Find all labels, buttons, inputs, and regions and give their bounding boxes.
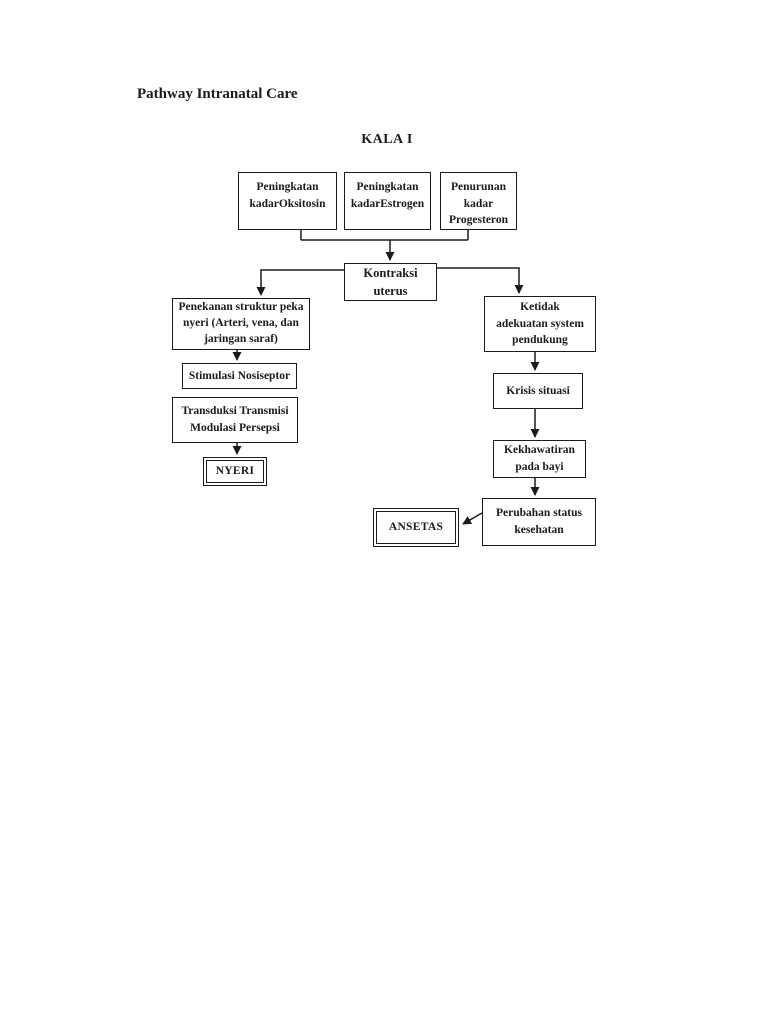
page-title: Pathway Intranatal Care (137, 86, 298, 102)
node-nyeri-label: NYERI (206, 460, 264, 483)
node-ketidakadekuatan-system-pendukung: Ketidak adekuatan system pendukung (484, 296, 596, 352)
node-perubahan-status-kesehatan: Perubahan status kesehatan (482, 498, 596, 546)
arrow-kontraksi-ketidak (437, 267, 524, 294)
node-kekhawatiran-pada-bayi: Kekhawatiran pada bayi (493, 440, 586, 478)
section-heading-kala-i: KALA I (361, 132, 413, 147)
node-peningkatan-oksitosin: Peningkatan kadarOksitosin (238, 172, 337, 230)
node-penekanan-struktur-peka-nyeri: Penekanan struktur peka nyeri (Arteri, v… (172, 298, 310, 350)
node-ansetas-label: ANSETAS (376, 511, 456, 544)
node-transduksi-transmisi: Transduksi Transmisi Modulasi Persepsi (172, 397, 298, 443)
node-penurunan-progesteron: Penurunan kadar Progesteron (440, 172, 517, 230)
arrow-kontraksi-penekanan (256, 269, 344, 296)
node-nyeri: NYERI (203, 457, 267, 486)
node-ansetas: ANSETAS (373, 508, 459, 547)
arrow-perubahan-ansetas (462, 512, 483, 525)
node-stimulasi-nosiseptor: Stimulasi Nosiseptor (182, 363, 297, 389)
node-kontraksi-uterus: Kontraksi uterus (344, 263, 437, 301)
node-krisis-situasi: Krisis situasi (493, 373, 583, 409)
node-peningkatan-estrogen: Peningkatan kadarEstrogen (344, 172, 431, 230)
